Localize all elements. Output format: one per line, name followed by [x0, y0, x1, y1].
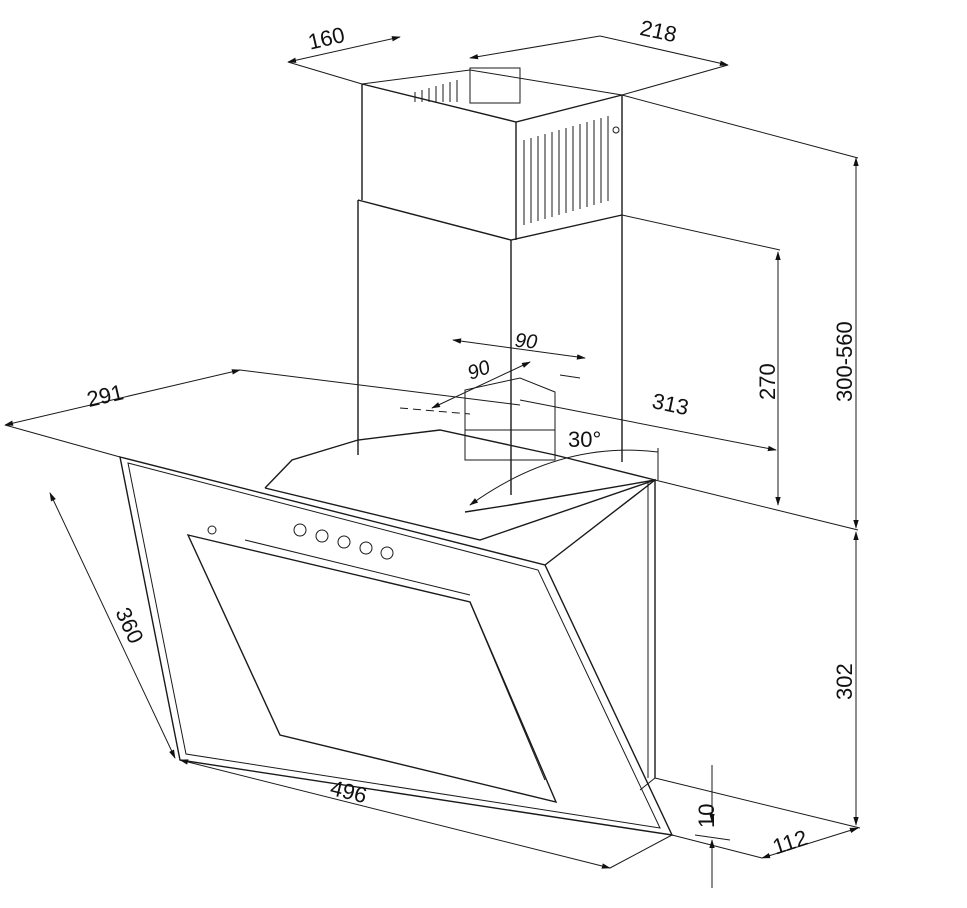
label-300-560: 300-560 [832, 321, 857, 402]
label-10: 10 [694, 804, 719, 828]
label-360: 360 [110, 604, 148, 648]
vent-slots-left [414, 80, 458, 102]
label-30-degrees: 30° [568, 427, 601, 452]
label-90-side: 90 [465, 356, 493, 384]
control-button[interactable] [293, 523, 307, 537]
glass-panel [119, 456, 674, 836]
glass-window [186, 533, 558, 804]
control-button[interactable] [359, 541, 373, 555]
outlet-collar [464, 429, 556, 461]
hood-body [544, 478, 656, 791]
label-270: 270 [755, 363, 780, 400]
control-panel [207, 523, 394, 560]
label-291: 291 [84, 379, 125, 412]
label-496: 496 [328, 775, 370, 808]
top-cover [264, 429, 656, 541]
control-button[interactable] [315, 529, 329, 543]
screw-icon [612, 126, 620, 134]
control-button[interactable] [337, 535, 351, 549]
label-218: 218 [638, 15, 679, 47]
label-90-top: 90 [514, 330, 538, 354]
control-button[interactable] [380, 546, 394, 560]
vent-slots-right [523, 116, 609, 225]
label-112: 112 [769, 825, 810, 860]
lower-chimney [357, 199, 623, 495]
dimension-lines [4, 35, 861, 888]
label-302: 302 [832, 663, 857, 700]
label-313: 313 [650, 388, 691, 420]
indicator-icon [207, 525, 217, 535]
upper-chimney [361, 67, 623, 240]
